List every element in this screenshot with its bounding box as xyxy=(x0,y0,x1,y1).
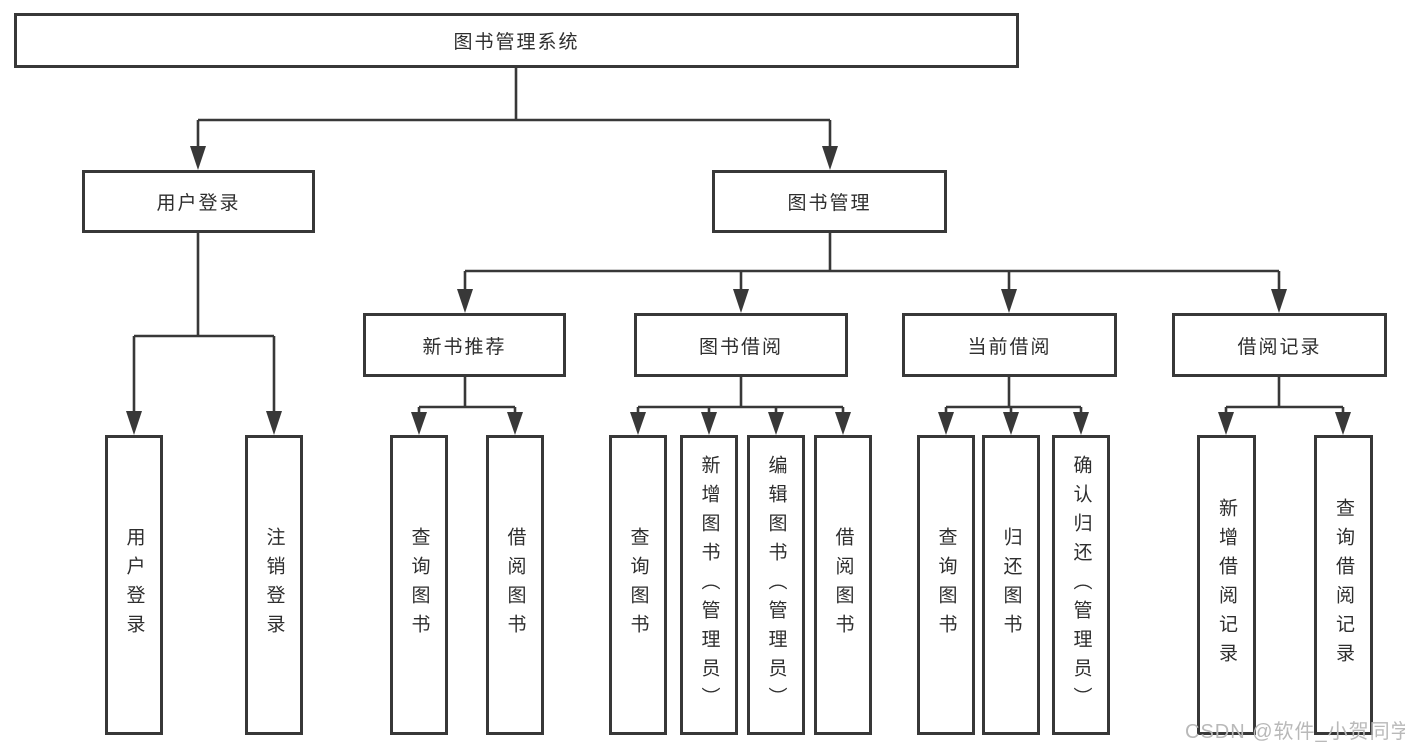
leaf-user-login: 用户登录 xyxy=(105,435,163,735)
arrowheads xyxy=(126,146,1351,435)
node-new-book-recommendation: 新书推荐 xyxy=(363,313,566,377)
node-current-borrowing: 当前借阅 xyxy=(902,313,1117,377)
leaf-edit-books-admin: 编辑图书（管理员） xyxy=(747,435,805,735)
leaf-add-borrow-record: 新增借阅记录 xyxy=(1197,435,1256,735)
csdn-watermark: CSDN @软件_小贺同学 xyxy=(1185,721,1405,743)
leaf-query-books-current: 查询图书 xyxy=(917,435,975,735)
leaf-query-books-recommend: 查询图书 xyxy=(390,435,448,735)
node-book-management: 图书管理 xyxy=(712,170,947,233)
node-root-library-system: 图书管理系统 xyxy=(14,13,1019,68)
node-borrowing-records: 借阅记录 xyxy=(1172,313,1387,377)
leaf-query-borrow-record: 查询借阅记录 xyxy=(1314,435,1373,735)
leaf-logout: 注销登录 xyxy=(245,435,303,735)
leaf-add-books-admin: 新增图书（管理员） xyxy=(680,435,738,735)
leaf-return-books: 归还图书 xyxy=(982,435,1040,735)
node-book-borrowing: 图书借阅 xyxy=(634,313,848,377)
leaf-borrow-books: 借阅图书 xyxy=(814,435,872,735)
leaf-query-books-borrowing: 查询图书 xyxy=(609,435,667,735)
node-user-login: 用户登录 xyxy=(82,170,315,233)
leaf-confirm-return-admin: 确认归还（管理员） xyxy=(1052,435,1110,735)
leaf-borrow-books-recommend: 借阅图书 xyxy=(486,435,544,735)
